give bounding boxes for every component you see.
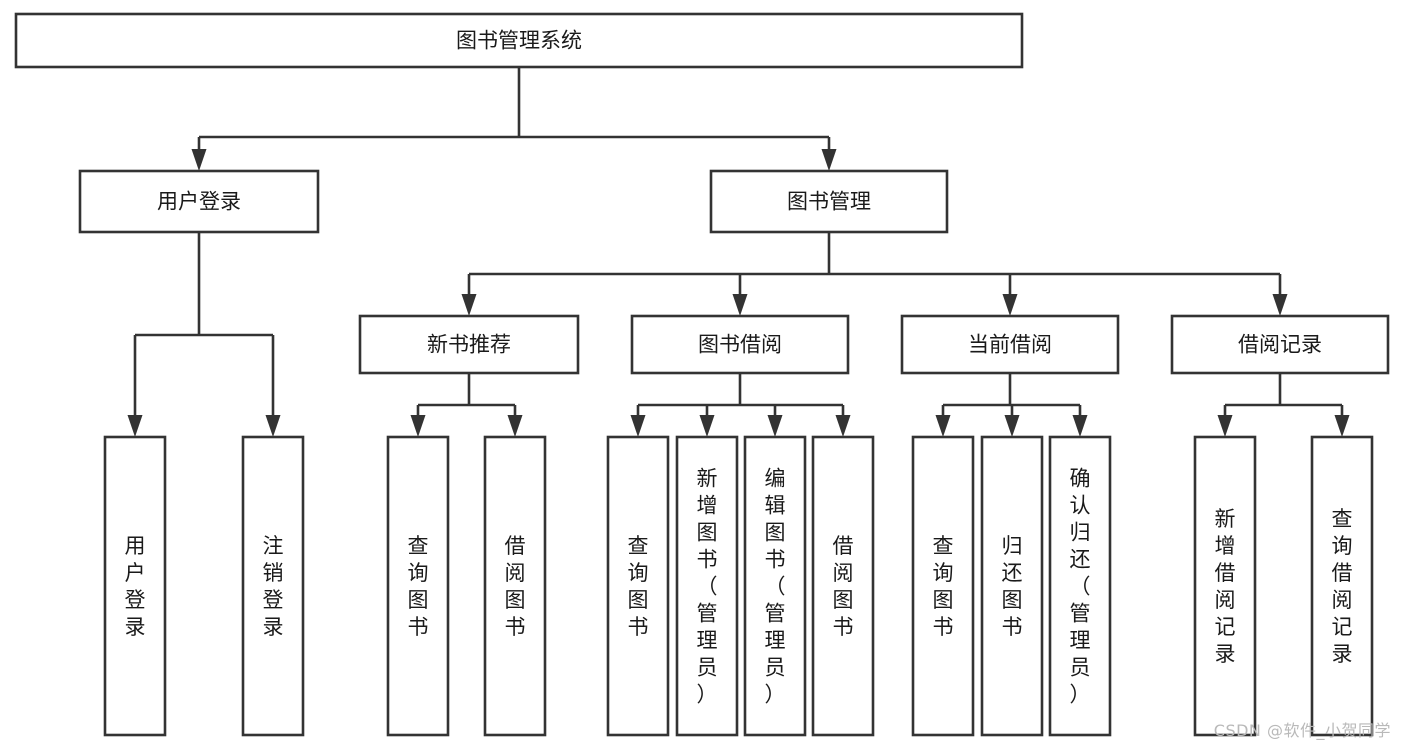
node-box-root — [14, 12, 1024, 69]
node-label-leaf-confirm-return-admin: 确认归还（管理员） — [1070, 467, 1091, 707]
arrow-head-icon — [1072, 415, 1088, 437]
node-box-leaf-confirm-return-admin — [1048, 435, 1112, 737]
csdn-watermark: CSDN @软件_小贺同学 — [1213, 721, 1391, 740]
node-box-leaf-borrow-book-1 — [483, 435, 547, 737]
node-box-leaf-borrow-book-2 — [811, 435, 875, 737]
connector-root-to-level2 — [191, 67, 837, 171]
node-leaf-query-book-1[interactable]: 查询图书 — [386, 435, 450, 737]
node-label-leaf-query-borrow-record: 查询借阅记录 — [1332, 507, 1353, 666]
node-box-leaf-logout-login — [241, 435, 305, 737]
node-box-leaf-return-book — [980, 435, 1044, 737]
node-user-login[interactable]: 用户登录 — [78, 169, 320, 234]
node-label-leaf-borrow-book-2: 借阅图书 — [833, 534, 854, 639]
node-leaf-confirm-return-admin[interactable]: 确认归还（管理员） — [1048, 435, 1112, 737]
node-label-borrow-record: 借阅记录 — [1238, 333, 1322, 357]
arrow-head-icon — [507, 415, 523, 437]
node-label-user-login: 用户登录 — [157, 190, 241, 214]
node-leaf-add-book-admin[interactable]: 新增图书（管理员） — [675, 435, 739, 737]
node-label-leaf-query-book-3: 查询图书 — [933, 534, 954, 639]
node-leaf-borrow-book-1[interactable]: 借阅图书 — [483, 435, 547, 737]
node-leaf-return-book[interactable]: 归还图书 — [980, 435, 1044, 737]
node-new-book-recommend[interactable]: 新书推荐 — [358, 314, 580, 375]
node-book-management[interactable]: 图书管理 — [709, 169, 949, 234]
arrow-head-icon — [1272, 294, 1288, 316]
node-leaf-query-book-2[interactable]: 查询图书 — [606, 435, 670, 737]
node-box-user-login — [78, 169, 320, 234]
node-box-leaf-add-borrow-record — [1193, 435, 1257, 737]
arrow-head-icon — [461, 294, 477, 316]
connector-current-to-leaves — [935, 373, 1088, 437]
node-leaf-query-book-3[interactable]: 查询图书 — [911, 435, 975, 737]
node-box-book-borrow — [630, 314, 850, 375]
node-leaf-add-borrow-record[interactable]: 新增借阅记录 — [1193, 435, 1257, 737]
arrow-head-icon — [410, 415, 426, 437]
node-box-leaf-query-borrow-record — [1310, 435, 1374, 737]
node-label-root: 图书管理系统 — [456, 29, 582, 53]
arrow-head-icon — [732, 294, 748, 316]
node-label-new-book-recommend: 新书推荐 — [427, 333, 511, 357]
node-leaf-user-login[interactable]: 用户登录 — [103, 435, 167, 737]
node-label-leaf-logout-login: 注销登录 — [263, 534, 284, 639]
arrow-head-icon — [1217, 415, 1233, 437]
node-label-leaf-add-book-admin: 新增图书（管理员） — [697, 467, 718, 707]
node-box-leaf-add-book-admin — [675, 435, 739, 737]
nodes-layer: 图书管理系统用户登录图书管理新书推荐图书借阅当前借阅借阅记录用户登录注销登录查询… — [14, 12, 1390, 737]
arrow-head-icon — [835, 415, 851, 437]
arrow-head-icon — [265, 415, 281, 437]
node-root[interactable]: 图书管理系统 — [14, 12, 1024, 69]
arrow-head-icon — [1002, 294, 1018, 316]
node-label-current-borrow: 当前借阅 — [968, 333, 1052, 357]
connectors-layer — [127, 67, 1350, 437]
connector-borrow-to-leaves — [630, 373, 851, 437]
arrow-head-icon — [191, 149, 207, 171]
connector-userlogin-to-leaves — [127, 232, 281, 437]
arrow-head-icon — [630, 415, 646, 437]
node-leaf-borrow-book-2[interactable]: 借阅图书 — [811, 435, 875, 737]
connector-record-to-leaves — [1217, 373, 1350, 437]
arrow-head-icon — [1334, 415, 1350, 437]
node-label-leaf-return-book: 归还图书 — [1002, 534, 1023, 639]
node-label-book-management: 图书管理 — [787, 190, 871, 214]
node-box-leaf-edit-book-admin — [743, 435, 807, 737]
node-box-leaf-query-book-3 — [911, 435, 975, 737]
node-leaf-edit-book-admin[interactable]: 编辑图书（管理员） — [743, 435, 807, 737]
node-label-leaf-query-book-1: 查询图书 — [408, 534, 429, 639]
node-label-book-borrow: 图书借阅 — [698, 333, 782, 357]
node-label-leaf-add-borrow-record: 新增借阅记录 — [1215, 507, 1236, 666]
arrow-head-icon — [767, 415, 783, 437]
arrow-head-icon — [935, 415, 951, 437]
arrow-head-icon — [821, 149, 837, 171]
arrow-head-icon — [1004, 415, 1020, 437]
node-box-current-borrow — [900, 314, 1120, 375]
node-box-borrow-record — [1170, 314, 1390, 375]
connector-bookmgmt-to-level3 — [461, 232, 1288, 316]
connector-recommend-to-leaves — [410, 373, 523, 437]
node-leaf-logout-login[interactable]: 注销登录 — [241, 435, 305, 737]
node-current-borrow[interactable]: 当前借阅 — [900, 314, 1120, 375]
arrow-head-icon — [127, 415, 143, 437]
node-label-leaf-borrow-book-1: 借阅图书 — [505, 534, 526, 639]
arrow-head-icon — [699, 415, 715, 437]
node-label-leaf-user-login: 用户登录 — [125, 534, 146, 639]
node-box-leaf-query-book-1 — [386, 435, 450, 737]
node-leaf-query-borrow-record[interactable]: 查询借阅记录 — [1310, 435, 1374, 737]
node-book-borrow[interactable]: 图书借阅 — [630, 314, 850, 375]
node-box-new-book-recommend — [358, 314, 580, 375]
node-label-leaf-edit-book-admin: 编辑图书（管理员） — [765, 467, 786, 707]
node-box-leaf-query-book-2 — [606, 435, 670, 737]
node-box-leaf-user-login — [103, 435, 167, 737]
node-box-book-management — [709, 169, 949, 234]
node-label-leaf-query-book-2: 查询图书 — [628, 534, 649, 639]
node-borrow-record[interactable]: 借阅记录 — [1170, 314, 1390, 375]
